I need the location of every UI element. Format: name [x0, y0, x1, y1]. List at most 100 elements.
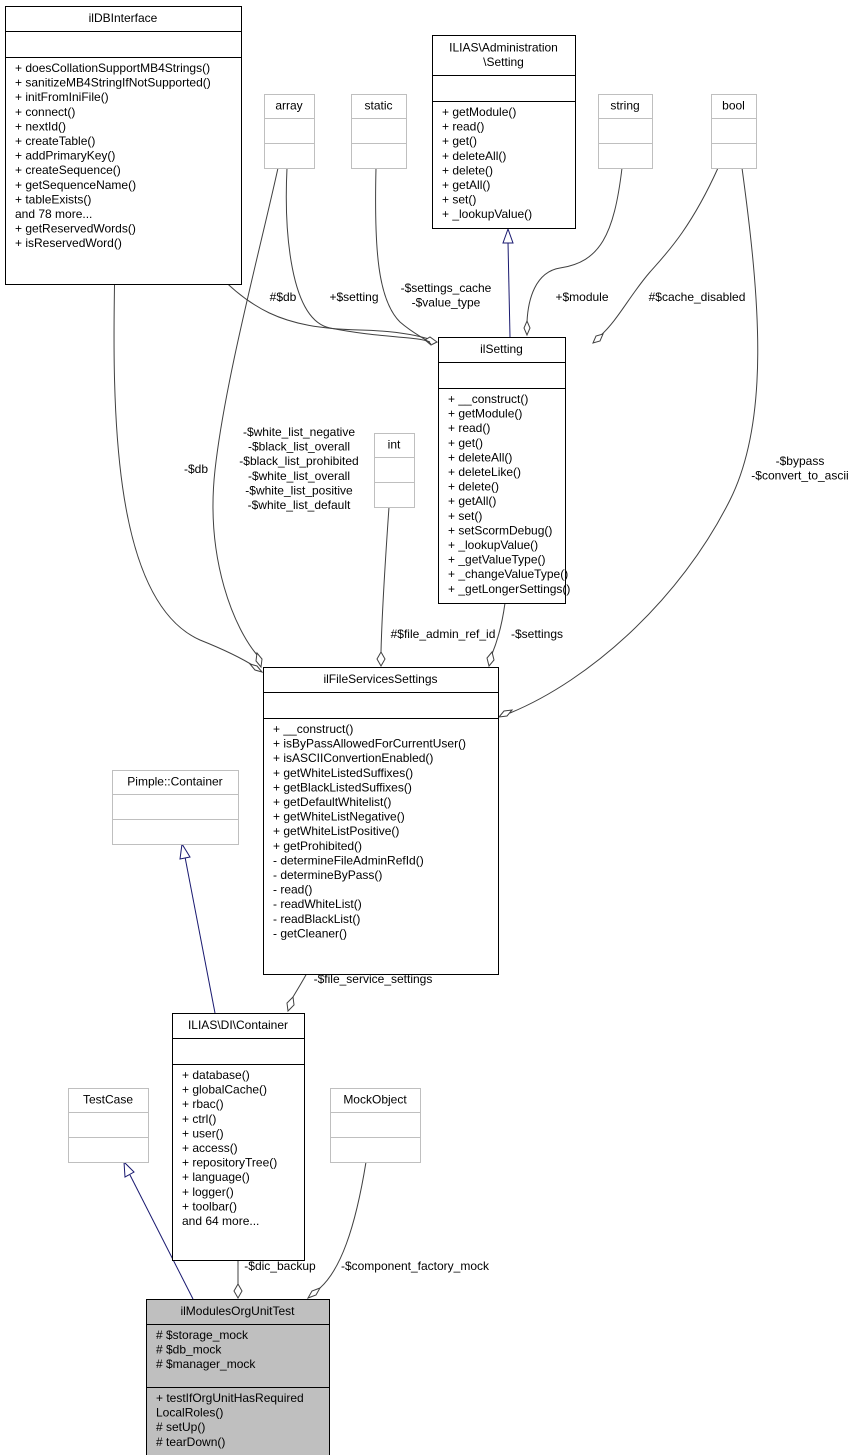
- class-box-di-container[interactable]: ILIAS\DI\Container + database()+ globalCa…: [172, 1013, 305, 1261]
- edge-bool-filesettings: [509, 167, 759, 714]
- class-method: + language(): [182, 1170, 250, 1184]
- edge-label-file-service-settings: -$file_service_settings: [314, 972, 433, 986]
- class-box-orgunit-test[interactable]: ilModulesOrgUnitTest# $storage_mock# $db…: [146, 1299, 330, 1455]
- edge-diamond: [233, 1282, 243, 1300]
- class-method: + isReservedWord(): [15, 236, 122, 250]
- class-boxes: ilDBInterface+ doesCollationSupportMB4St…: [5, 6, 757, 1455]
- class-method: + getBlackListedSuffixes(): [273, 780, 412, 794]
- edge-label-lists: -$white_list_positive: [245, 483, 353, 497]
- class-method: + getModule(): [448, 407, 522, 421]
- edge-label-lists: -$black_list_overall: [248, 440, 350, 454]
- class-name: ilSetting: [480, 342, 523, 356]
- edge-diamond: [376, 650, 386, 668]
- class-method: + access(): [182, 1141, 238, 1155]
- edge-diamond: [255, 651, 263, 669]
- edge-int-filesettings: [380, 506, 390, 653]
- class-box-frame: [68, 1088, 149, 1163]
- class-method: + getWhiteListNegative(): [273, 810, 405, 824]
- edge-array-ilsetting: [285, 167, 431, 343]
- class-name: int: [388, 438, 401, 452]
- class-name: static: [364, 99, 392, 113]
- class-box-frame: [330, 1088, 421, 1163]
- edge-label-settings: -$settings: [511, 627, 563, 641]
- edge-label-lists: -$black_list_prohibited: [239, 454, 358, 468]
- class-method: + addPrimaryKey(): [15, 149, 115, 163]
- edge-diamond: [523, 319, 531, 337]
- edge-label-file-admin: #$file_admin_ref_id: [391, 627, 496, 641]
- class-name: ILIAS\DI\Container: [188, 1018, 288, 1032]
- class-box-pimple[interactable]: Pimple::Container: [112, 770, 239, 845]
- class-box-frame: [438, 337, 566, 604]
- class-method: + user(): [182, 1126, 224, 1140]
- class-method: and 64 more...: [182, 1214, 259, 1228]
- edge-label-bypass: -$bypass: [776, 454, 825, 468]
- class-box-string[interactable]: string: [598, 94, 653, 169]
- class-method: + __construct(): [448, 392, 528, 406]
- class-box-bool[interactable]: bool: [711, 94, 757, 169]
- class-box-ilsetting[interactable]: ilSetting + __construct()+ getModule()+ r…: [438, 337, 571, 604]
- class-method: + createSequence(): [15, 163, 121, 177]
- class-box-frame: [374, 433, 415, 508]
- class-box-frame: [112, 770, 239, 845]
- edge-label-settings-cache: -$value_type: [412, 296, 481, 310]
- class-attribute: # $db_mock: [156, 1343, 222, 1357]
- class-box-filesettings[interactable]: ilFileServicesSettings+ __construct()+ i…: [263, 667, 499, 975]
- class-box-ildbinterface[interactable]: ilDBInterface+ doesCollationSupportMB4St…: [5, 6, 242, 285]
- class-method: LocalRoles(): [156, 1406, 223, 1420]
- class-method: + getProhibited(): [273, 839, 362, 853]
- class-method: + doesCollationSupportMB4Strings(): [15, 61, 210, 75]
- class-method: - read(): [273, 883, 312, 897]
- class-box-frame: [598, 94, 653, 169]
- class-attribute: # $storage_mock: [156, 1328, 249, 1342]
- edge-label-settings-cache: -$settings_cache: [401, 281, 492, 295]
- class-method: + tableExists(): [15, 192, 91, 206]
- class-name: ilFileServicesSettings: [323, 672, 437, 686]
- edge-ilsetting-filesettings: [491, 602, 506, 655]
- class-box-frame: [5, 6, 242, 285]
- class-method: + get(): [448, 436, 483, 450]
- class-box-array[interactable]: array: [264, 94, 315, 169]
- inherit-arrow: [179, 842, 191, 860]
- edge-label-db-file: -$db: [184, 462, 208, 476]
- class-name: ILIAS\Administration: [449, 40, 558, 54]
- class-box-testcase[interactable]: TestCase: [68, 1088, 149, 1163]
- class-method: + _lookupValue(): [442, 207, 532, 221]
- edge-label-lists: -$white_list_negative: [243, 425, 355, 439]
- class-method: + getModule(): [442, 105, 516, 119]
- class-method: + read(): [448, 421, 490, 435]
- class-box-static[interactable]: static: [351, 94, 407, 169]
- class-method: + getReservedWords(): [15, 222, 136, 236]
- class-box-frame: [432, 35, 576, 229]
- edge-string-ilsetting: [526, 167, 623, 323]
- class-method: + nextId(): [15, 119, 66, 133]
- class-name: TestCase: [83, 1093, 133, 1107]
- class-method: + database(): [182, 1068, 250, 1082]
- class-method: + rbac(): [182, 1097, 224, 1111]
- edge-array-filesettings: [212, 167, 279, 657]
- class-method: + getWhiteListedSuffixes(): [273, 766, 413, 780]
- edge-ildbinterface-filesettings: [113, 258, 258, 669]
- edge-diamond: [592, 333, 604, 344]
- class-method: + _getValueType(): [448, 553, 546, 567]
- edge-diamond: [286, 995, 295, 1013]
- edge-di-pimple: [184, 856, 216, 1014]
- class-method: + getWhiteListPositive(): [273, 824, 399, 838]
- class-method: + logger(): [182, 1185, 234, 1199]
- edge-diamond: [486, 650, 495, 668]
- edge-label-module: +$module: [555, 290, 608, 304]
- class-method: + globalCache(): [182, 1083, 267, 1097]
- class-box-mockobject[interactable]: MockObject: [330, 1088, 421, 1163]
- class-method: - getCleaner(): [273, 926, 347, 940]
- class-box-int[interactable]: int: [374, 433, 415, 508]
- edge-label-setting: +$setting: [329, 290, 378, 304]
- class-method: + _lookupValue(): [448, 538, 538, 552]
- class-method: + set(): [442, 193, 476, 207]
- class-method: + isASCIIConvertionEnabled(): [273, 751, 433, 765]
- class-method: + ctrl(): [182, 1112, 216, 1126]
- class-box-frame: [146, 1299, 330, 1455]
- class-box-admin-setting[interactable]: ILIAS\Administration\Setting+ getModule(…: [432, 35, 576, 229]
- class-method: + deleteLike(): [448, 465, 521, 479]
- edge-ilsetting-admin-setting: [507, 241, 511, 338]
- class-method: - determineByPass(): [273, 868, 382, 882]
- class-box-frame: [351, 94, 407, 169]
